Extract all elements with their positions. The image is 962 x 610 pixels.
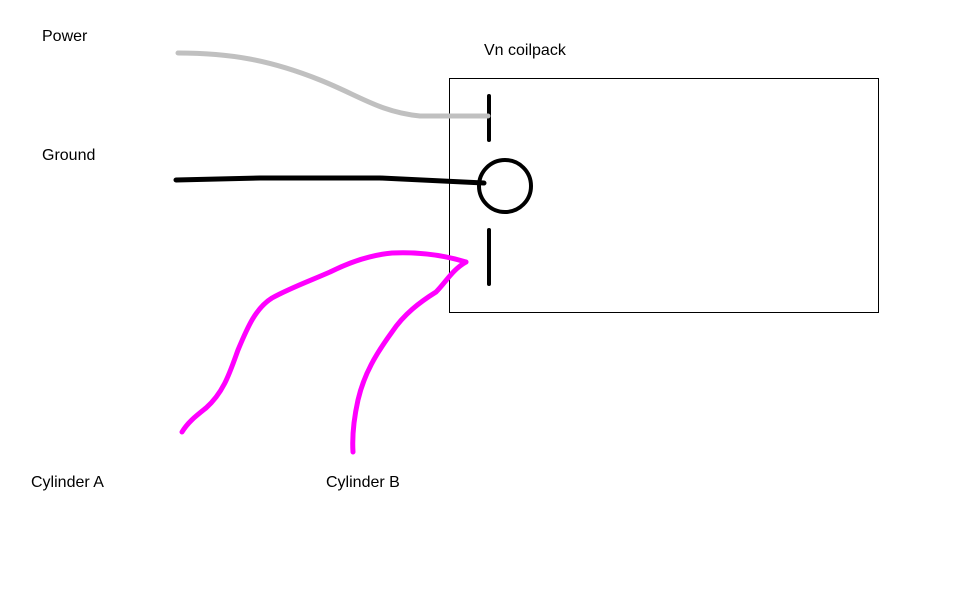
- cylinder-b-label: Cylinder B: [326, 474, 400, 491]
- ground-wire: [173, 175, 487, 186]
- cylinder-a-wire: [179, 250, 469, 435]
- cylinder-a-label: Cylinder A: [31, 474, 104, 491]
- cylinder-b-wire: [350, 259, 469, 455]
- coilpack-box: [449, 78, 879, 313]
- ground-terminal: [477, 158, 533, 214]
- power-label: Power: [42, 28, 88, 45]
- coilpack-label: Vn coilpack: [484, 42, 566, 59]
- ground-label: Ground: [42, 147, 96, 164]
- power-wire: [175, 50, 491, 119]
